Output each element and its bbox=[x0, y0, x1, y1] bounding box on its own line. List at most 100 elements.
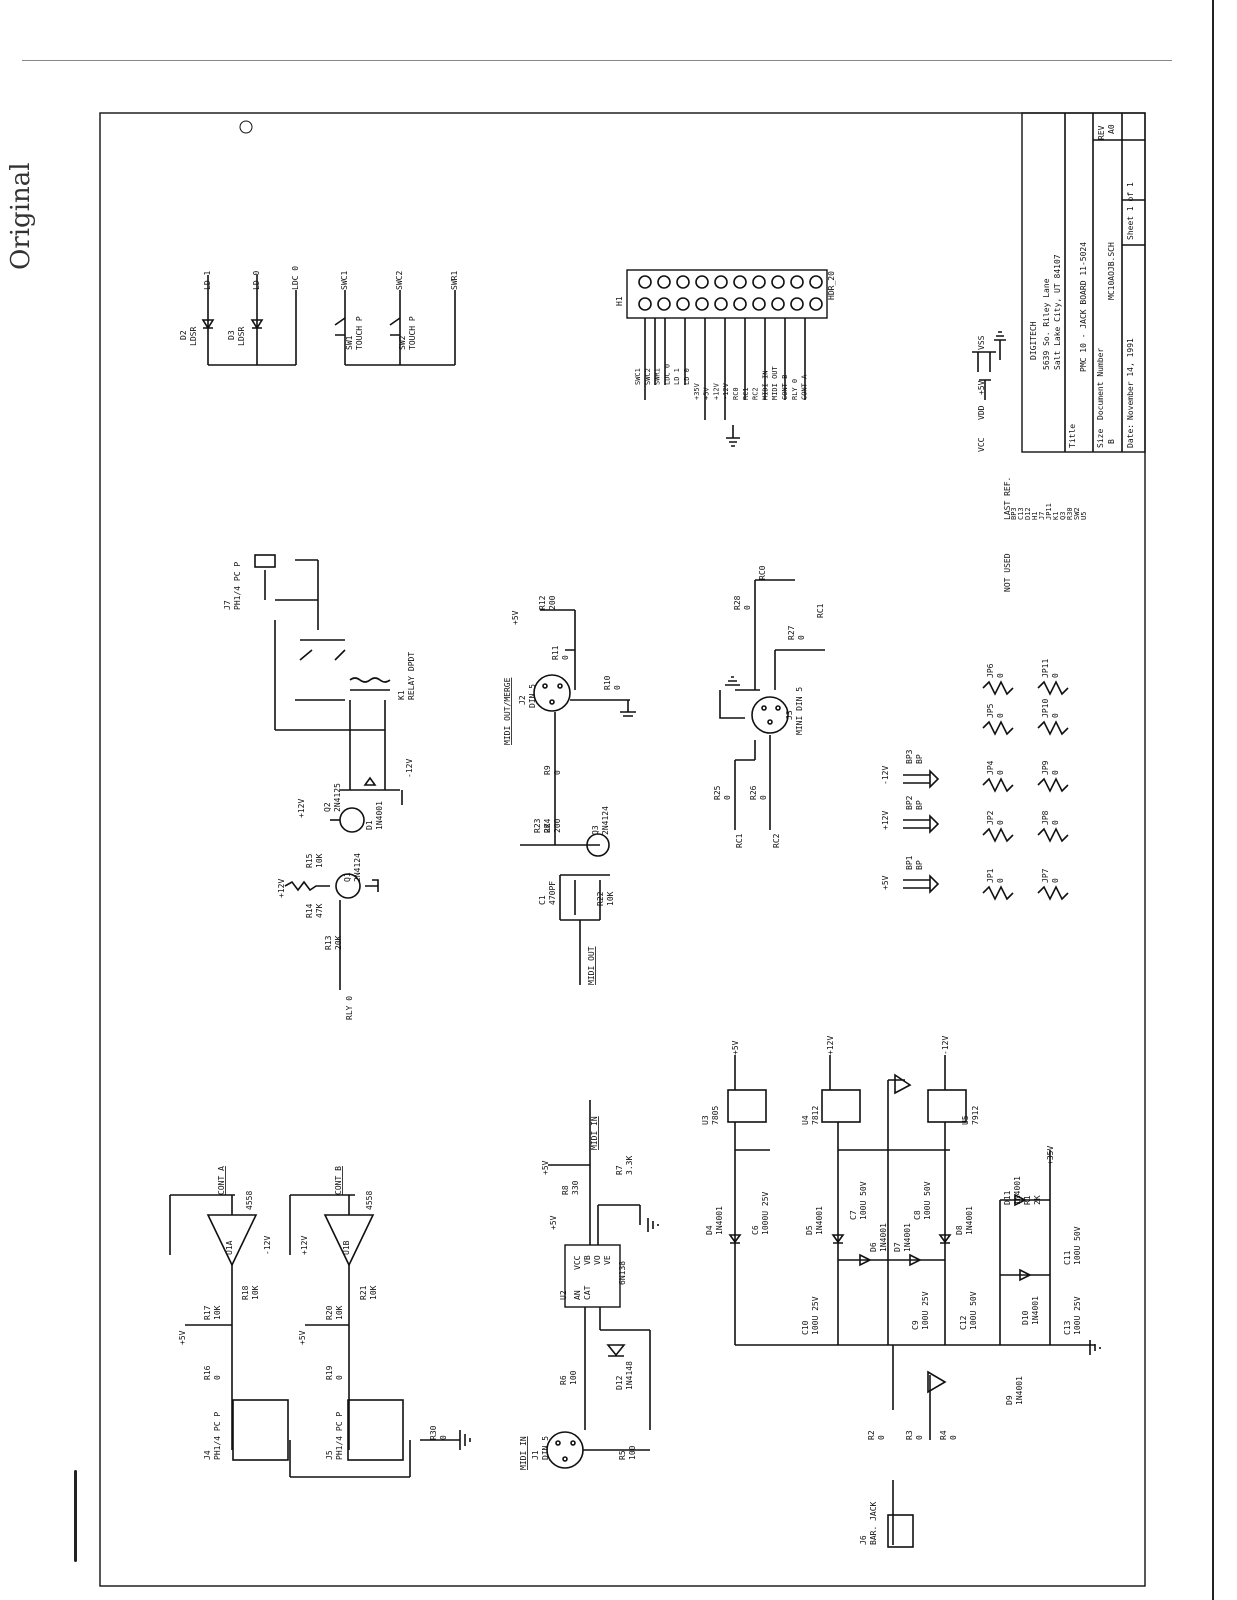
bp3-ref: BP3 bbox=[905, 749, 914, 764]
net-rc1-top: RC1 bbox=[816, 603, 825, 618]
r2-val: 0 bbox=[877, 1435, 886, 1440]
jumper-symbol bbox=[982, 680, 1014, 696]
d4-ref: D4 bbox=[705, 1225, 714, 1235]
last-ref-item: SW2 bbox=[1073, 507, 1081, 520]
r6-val: 100 bbox=[569, 1370, 578, 1385]
sw2-part: TOUCH P bbox=[408, 316, 417, 350]
d5-ref: D5 bbox=[805, 1225, 814, 1235]
header-pin bbox=[733, 275, 747, 289]
r28-ref: R28 bbox=[733, 595, 742, 610]
d9-ref: D9 bbox=[1005, 1395, 1014, 1405]
cont-b-5v: +5V bbox=[298, 1330, 307, 1345]
u2-pin-ve: VE bbox=[603, 1255, 612, 1265]
midi-out-title: MIDI OUT/MERGE bbox=[503, 677, 512, 745]
q2-part: 2N4125 bbox=[333, 783, 342, 812]
c7-val: 100U 50V bbox=[859, 1181, 868, 1220]
midi-in-section bbox=[546, 1100, 659, 1469]
r22-val: 10K bbox=[606, 891, 615, 906]
midi-in-5v-b: +5V bbox=[549, 1215, 558, 1230]
u5-part: 7912 bbox=[971, 1106, 980, 1125]
r17-val: 10K bbox=[213, 1305, 222, 1320]
r18-ref: R18 bbox=[241, 1285, 250, 1300]
bp3-val: BP bbox=[915, 754, 924, 764]
tb-size: B bbox=[1107, 439, 1116, 444]
jumper-ref: JP2 bbox=[986, 810, 995, 825]
r14-val: 47K bbox=[315, 903, 324, 918]
d4-part: 1N4001 bbox=[715, 1206, 724, 1235]
rail-35v: +35V bbox=[1046, 1146, 1055, 1165]
header-net-label: -12V bbox=[722, 382, 730, 400]
r26-val: 0 bbox=[759, 795, 768, 800]
jumper-val: 0 bbox=[1051, 673, 1060, 678]
r1-val: 2K bbox=[1033, 1195, 1042, 1205]
last-ref-item: Q3 bbox=[1059, 512, 1067, 520]
j2-part: DIN 5 bbox=[528, 684, 537, 708]
mini-din-section bbox=[719, 579, 825, 830]
u1a-ref: U1A bbox=[225, 1240, 234, 1255]
r25-val: 0 bbox=[723, 795, 732, 800]
c8-val: 100U 50V bbox=[923, 1181, 932, 1220]
jumper-ref: JP4 bbox=[986, 760, 995, 775]
header-net-label: LD 0 bbox=[683, 368, 691, 385]
port-vss: VSS bbox=[977, 335, 986, 350]
c10-ref: C10 bbox=[801, 1320, 810, 1335]
d2-part: LDSR bbox=[189, 327, 198, 346]
page-right-edge bbox=[1212, 0, 1214, 1600]
power-section bbox=[727, 1055, 1101, 1548]
d3-ref: D3 bbox=[227, 330, 236, 340]
bp2-ref: BP2 bbox=[905, 795, 914, 810]
u5-ref: U5 bbox=[961, 1115, 970, 1125]
jumper-ref: JP6 bbox=[986, 663, 995, 678]
r12-val: 200 bbox=[548, 595, 557, 610]
r12-ref: R12 bbox=[538, 595, 547, 610]
r23-val: 2K bbox=[543, 823, 552, 833]
last-ref-item: C13 bbox=[1017, 507, 1025, 520]
r6-ref: R6 bbox=[559, 1375, 568, 1385]
header-net-label: RC0 bbox=[732, 387, 740, 400]
header-pin bbox=[714, 275, 728, 289]
tb-company: DIGITECH bbox=[1029, 321, 1038, 360]
port-5v: +5V bbox=[977, 380, 986, 395]
header-net-label: +5V bbox=[703, 387, 711, 400]
rail-neg12v: -12V bbox=[941, 1036, 950, 1055]
d8-part: 1N4001 bbox=[965, 1206, 974, 1235]
net-swr1: SWR1 bbox=[450, 271, 459, 290]
r5-val: 100 bbox=[628, 1445, 637, 1460]
r11-ref: R11 bbox=[551, 645, 560, 660]
r24-val: 200 bbox=[553, 818, 562, 833]
rail-5v: +5V bbox=[731, 1040, 740, 1055]
header-pin bbox=[771, 297, 785, 311]
r9-ref: R9 bbox=[543, 765, 552, 775]
u1a-part: 4558 bbox=[245, 1191, 254, 1210]
header-pin bbox=[790, 297, 804, 311]
r21-ref: R21 bbox=[359, 1285, 368, 1300]
jumper-val: 0 bbox=[996, 770, 1005, 775]
last-ref-item: U5 bbox=[1080, 512, 1088, 520]
header-pin bbox=[752, 275, 766, 289]
r25-ref: R25 bbox=[713, 785, 722, 800]
u1b-12v: +12V bbox=[300, 1236, 309, 1255]
j5-ref: J5 bbox=[325, 1450, 334, 1460]
c1-val: 470PF bbox=[548, 881, 557, 905]
net-rc1: RC1 bbox=[735, 833, 744, 848]
d1-part: 1N4001 bbox=[375, 801, 384, 830]
last-ref-item: R30 bbox=[1066, 507, 1074, 520]
bypass-section bbox=[903, 769, 940, 894]
jumper-ref: JP5 bbox=[986, 703, 995, 718]
jumper-val: 0 bbox=[1051, 878, 1060, 883]
header-pin bbox=[771, 275, 785, 289]
u3-part: 7805 bbox=[711, 1106, 720, 1125]
header-pin bbox=[714, 297, 728, 311]
last-ref-item: J7 bbox=[1038, 512, 1046, 520]
bp-rail-neg12v: -12V bbox=[881, 766, 890, 785]
j1-part: DIN 5 bbox=[541, 1436, 550, 1460]
q2-ref: Q2 bbox=[323, 802, 332, 812]
r20-ref: R20 bbox=[325, 1305, 334, 1320]
sw2-ref: SW2 bbox=[398, 335, 407, 350]
r27-val: 0 bbox=[797, 635, 806, 640]
r18-val: 10K bbox=[251, 1285, 260, 1300]
midi-out-5v: +5V bbox=[511, 610, 520, 625]
r19-val: 0 bbox=[335, 1375, 344, 1380]
